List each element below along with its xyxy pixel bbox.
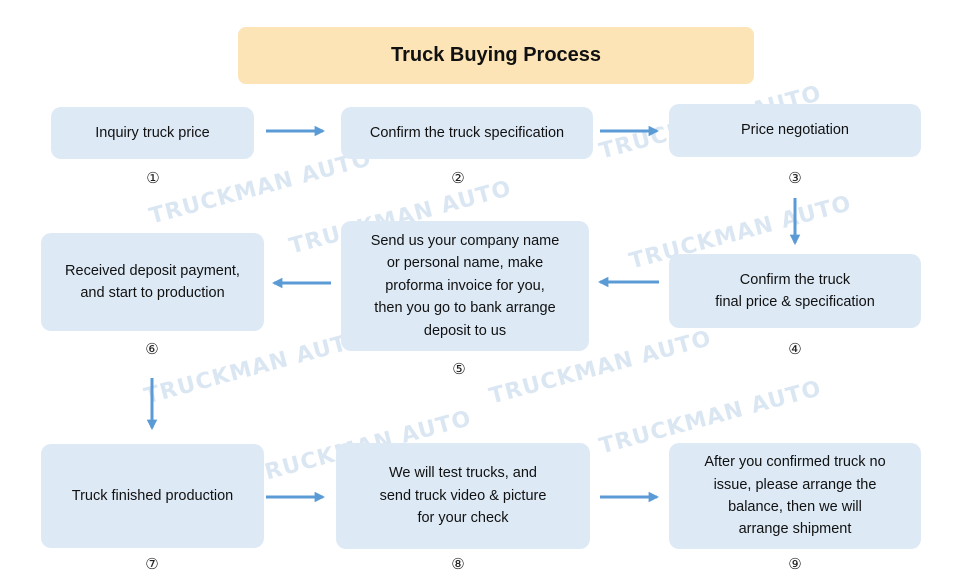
step-2-text: Confirm the truck specification: [369, 124, 565, 141]
diagram-title: Truck Buying Process: [238, 27, 754, 84]
step-1-box: Inquiry truck price: [51, 107, 254, 159]
step-2-number: ②: [451, 169, 465, 187]
step-6-number: ⑥: [145, 340, 159, 358]
step-9-text: After you confirmed truck no issue, plea…: [704, 454, 886, 538]
step-4-box: Confirm the truck final price & specific…: [669, 254, 921, 328]
step-7-box: Truck finished production: [41, 444, 264, 548]
step-9-number: ⑨: [788, 555, 802, 573]
step-4-text: Confirm the truck final price & specific…: [715, 271, 875, 310]
step-4-number: ④: [788, 340, 802, 358]
step-6-box: Received deposit payment, and start to p…: [41, 233, 264, 331]
step-5-text: Send us your company name or personal na…: [370, 232, 560, 339]
step-6-text: Received deposit payment, and start to p…: [65, 262, 240, 301]
step-1-text: Inquiry truck price: [95, 124, 210, 141]
step-7-text: Truck finished production: [71, 487, 234, 504]
step-5-box: Send us your company name or personal na…: [341, 221, 589, 351]
step-7-number: ⑦: [145, 555, 159, 573]
step-2-box: Confirm the truck specification: [341, 107, 593, 159]
step-8-text: We will test trucks, and send truck vide…: [379, 465, 547, 527]
step-3-number: ③: [788, 169, 802, 187]
step-1-number: ①: [146, 169, 160, 187]
step-8-box: We will test trucks, and send truck vide…: [336, 443, 590, 549]
step-8-number: ⑧: [451, 555, 465, 573]
step-3-box: Price negotiation: [669, 104, 921, 157]
step-5-number: ⑤: [452, 360, 466, 378]
step-3-text: Price negotiation: [740, 122, 849, 139]
step-9-box: After you confirmed truck no issue, plea…: [669, 443, 921, 549]
